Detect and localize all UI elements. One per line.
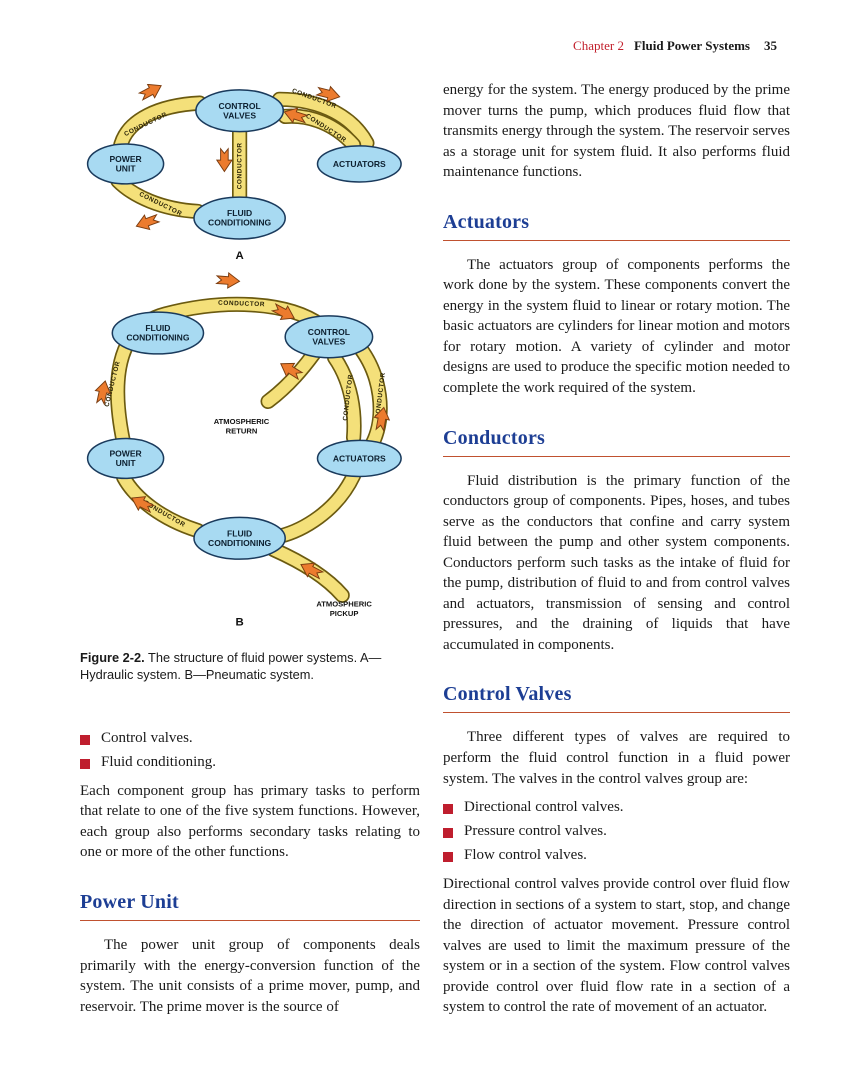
conductor-band bbox=[117, 471, 204, 537]
node-fluid-conditioning-b-top bbox=[111, 311, 205, 355]
node-label: POWER bbox=[109, 154, 141, 164]
list-item-text: Pressure control valves. bbox=[464, 823, 607, 840]
list-item: Directional control valves. bbox=[443, 799, 790, 816]
atmospheric-pickup-label: ATMOSPHERIC bbox=[316, 600, 372, 609]
node-control-valves-a bbox=[195, 89, 285, 133]
node-label: FLUID bbox=[145, 323, 170, 333]
list-item-text: Fluid conditioning. bbox=[101, 753, 217, 770]
list-item: Fluid conditioning. bbox=[80, 754, 420, 771]
right-column: energy for the system. The energy produc… bbox=[443, 80, 790, 1020]
node-fluid-conditioning-b-bottom bbox=[193, 516, 286, 560]
node-fluid-conditioning-a bbox=[193, 196, 286, 240]
conductor-band bbox=[328, 351, 360, 444]
node-label: VALVES bbox=[312, 336, 345, 346]
node-label: CONDITIONING bbox=[126, 333, 190, 343]
conductor-label: CONDUCTOR bbox=[218, 300, 265, 309]
node-power-unit-a bbox=[86, 143, 165, 185]
list-item: Pressure control valves. bbox=[443, 823, 790, 840]
flow-arrow bbox=[135, 213, 161, 231]
paragraph-power-unit: The power unit group of components deals… bbox=[80, 936, 420, 1015]
diagram-b: CONDUCTOR CONDUCTOR CONDUCTOR CONDUCTOR … bbox=[86, 271, 402, 629]
node-label: CONTROL bbox=[218, 101, 260, 111]
flow-arrow bbox=[215, 147, 233, 173]
heading-actuators: Actuators bbox=[443, 211, 790, 241]
list-item: Control valves. bbox=[80, 730, 420, 747]
node-label: FLUID bbox=[227, 208, 252, 218]
node-label: UNIT bbox=[116, 458, 137, 468]
flow-arrow bbox=[215, 271, 241, 289]
figure-2-2-diagram: CONDUCTOR CONDUCTOR CONDUCTOR CONDUCTOR … bbox=[86, 84, 402, 629]
node-label: ACTUATORS bbox=[333, 159, 386, 169]
flow-arrow bbox=[315, 85, 341, 103]
conductor-band bbox=[113, 97, 206, 155]
flow-arrow bbox=[373, 406, 391, 432]
conductor-band bbox=[273, 469, 360, 543]
flow-arrow bbox=[283, 107, 309, 124]
bullet-square-icon bbox=[80, 734, 90, 745]
atmospheric-return-label: ATMOSPHERIC bbox=[214, 417, 270, 426]
bullet-square-icon bbox=[443, 828, 453, 839]
node-label: FLUID bbox=[227, 528, 252, 538]
atmospheric-pickup-label: PICKUP bbox=[330, 609, 359, 618]
diagram-b-label: B bbox=[235, 617, 243, 629]
node-label: CONDITIONING bbox=[208, 538, 272, 548]
diagram-a: CONDUCTOR CONDUCTOR CONDUCTOR CONDUCTOR … bbox=[86, 84, 402, 262]
node-label: VALVES bbox=[223, 110, 256, 120]
conductor-band bbox=[273, 93, 373, 149]
running-head: Chapter 2 Fluid Power Systems 35 bbox=[573, 38, 777, 54]
bullet-square-icon bbox=[80, 758, 90, 769]
heading-control-valves: Control Valves bbox=[443, 683, 790, 714]
left-column: CONDUCTOR CONDUCTOR CONDUCTOR CONDUCTOR … bbox=[80, 70, 420, 1019]
conductor-band bbox=[112, 175, 204, 218]
paragraph-valves-intro: Three different types of valves are requ… bbox=[443, 729, 790, 787]
conductor-band bbox=[351, 338, 387, 450]
flow-arrow bbox=[300, 562, 325, 580]
figure-caption-text: The structure of fluid power systems. A—… bbox=[80, 650, 382, 682]
node-label: UNIT bbox=[116, 164, 137, 174]
flow-arrow bbox=[280, 362, 304, 381]
node-label: CONDITIONING bbox=[208, 218, 272, 228]
valve-bullet-list: Directional control valves. Pressure con… bbox=[443, 799, 790, 864]
conductor-label: CONDUCTOR bbox=[237, 142, 244, 189]
list-item-text: Directional control valves. bbox=[464, 799, 624, 816]
node-actuators-a bbox=[316, 145, 402, 183]
page-number: 35 bbox=[764, 38, 777, 53]
node-actuators-b bbox=[316, 439, 402, 478]
flow-arrow bbox=[137, 84, 162, 101]
node-label: POWER bbox=[109, 449, 141, 459]
running-title: Fluid Power Systems bbox=[633, 38, 750, 53]
flow-arrow bbox=[270, 303, 295, 321]
atmospheric-return-label: RETURN bbox=[226, 427, 258, 436]
chapter-label: Chapter 2 bbox=[573, 38, 624, 53]
heading-power-unit: Power Unit bbox=[80, 891, 420, 921]
exhaust-band bbox=[262, 347, 320, 408]
figure-caption-number: Figure 2-2. bbox=[80, 650, 145, 665]
flow-arrow bbox=[131, 496, 156, 514]
list-item: Flow control valves. bbox=[443, 847, 790, 864]
bullet-square-icon bbox=[443, 852, 453, 863]
node-label: ACTUATORS bbox=[333, 453, 386, 463]
bullet-square-icon bbox=[443, 804, 453, 815]
paragraph-conductors: Fluid distribution is the primary functi… bbox=[443, 472, 790, 653]
flow-arrow bbox=[94, 380, 112, 406]
node-label: CONTROL bbox=[308, 327, 350, 337]
figure-caption: Figure 2-2. The structure of fluid power… bbox=[80, 650, 420, 684]
heading-conductors: Conductors bbox=[443, 427, 790, 457]
list-item-text: Flow control valves. bbox=[464, 847, 587, 864]
node-power-unit-b bbox=[86, 437, 165, 480]
component-bullet-list: Control valves. Fluid conditioning. bbox=[80, 730, 420, 771]
list-item-text: Control valves. bbox=[101, 729, 193, 746]
diagram-a-label: A bbox=[235, 250, 243, 262]
paragraph-valves-detail: Directional control valves provide contr… bbox=[443, 876, 790, 1016]
node-control-valves-b bbox=[284, 315, 374, 359]
paragraph-actuators: The actuators group of components perfor… bbox=[443, 256, 790, 397]
paragraph-component-groups: Each component group has primary tasks t… bbox=[80, 782, 420, 861]
paragraph-energy: energy for the system. The energy produc… bbox=[443, 82, 790, 181]
